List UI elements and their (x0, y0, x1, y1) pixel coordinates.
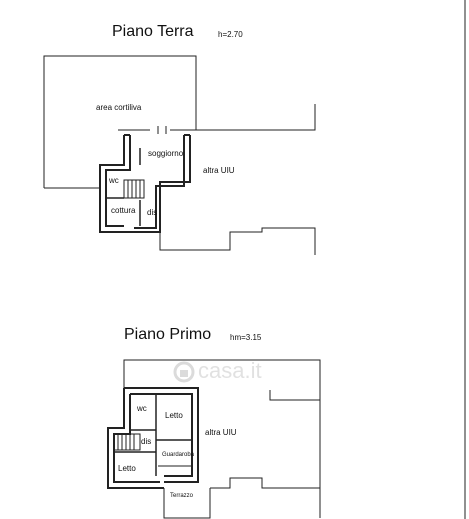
first-floor-title: Piano Primo (124, 326, 212, 343)
courtyard-outline (43, 55, 197, 188)
first-other-unit-outline (123, 359, 321, 401)
room-label-dis-first: dis (141, 437, 152, 446)
room-label-altra-uiu-first: altra UIU (205, 428, 237, 437)
ground-floor-height: h=2.70 (218, 30, 243, 39)
terrace-outline (163, 488, 211, 519)
room-label-wc-first: wc (137, 404, 147, 413)
watermark-text: casa.it (198, 358, 262, 383)
ground-staircase (123, 179, 145, 199)
room-label-altra-uiu-ground: altra UIU (203, 166, 235, 175)
room-label-cottura: cottura (111, 206, 136, 215)
ground-floor-plan (43, 55, 316, 255)
room-label-letto-1: Letto (165, 411, 183, 420)
ground-other-unit-outline (190, 104, 316, 131)
watermark-logo (173, 361, 195, 383)
room-label-soggiorno: soggiorno (148, 149, 184, 158)
room-label-letto-2: Letto (118, 464, 136, 473)
first-staircase (113, 433, 141, 451)
ground-dwelling-walls (99, 134, 191, 233)
room-label-area-cortiliva: area cortiliva (96, 103, 142, 112)
room-label-terrazzo: Terrazzo (170, 493, 194, 499)
room-label-wc-ground: wc (109, 176, 119, 185)
room-label-guardaroba: Guardaroba (162, 452, 195, 458)
first-floor-height: hm=3.15 (230, 333, 262, 342)
room-label-dis-ground: dis (147, 208, 158, 217)
first-floor-plan (107, 359, 321, 519)
ground-floor-title: Piano Terra (112, 23, 194, 40)
